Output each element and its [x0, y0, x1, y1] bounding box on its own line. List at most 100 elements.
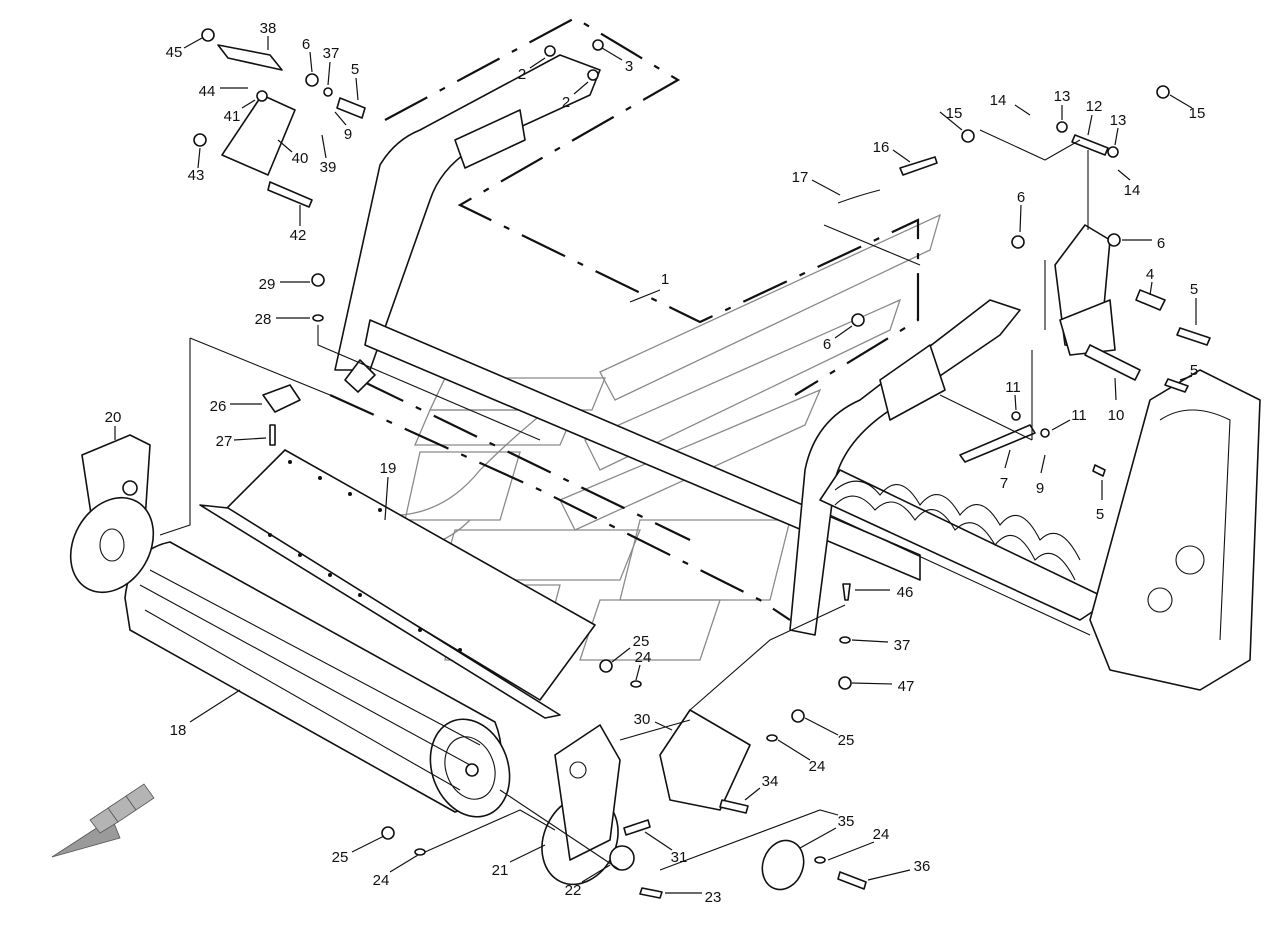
end-plate-part	[69, 434, 155, 594]
main-frame-part	[334, 54, 1021, 636]
callout-label: 5	[1190, 281, 1198, 298]
callout-label: 14	[1124, 182, 1141, 199]
leader-line-c6d	[834, 325, 853, 339]
leader-line-c25b	[804, 717, 839, 736]
leader-line-c11a	[1014, 394, 1017, 411]
callout-label: 25	[332, 849, 349, 866]
callout-label: 6	[1017, 189, 1025, 206]
leader-line-c14a	[1014, 104, 1031, 116]
leader-line-c9a	[334, 111, 347, 126]
direction-arrow-icon	[51, 783, 155, 858]
callout-label: 39	[320, 159, 337, 176]
callout-label: 24	[873, 826, 890, 843]
callout-label: 24	[373, 872, 390, 889]
leader-line-c34	[744, 787, 761, 801]
leader-line-c7	[1004, 449, 1011, 469]
leader-line-c15b	[1169, 94, 1193, 109]
callout-label: 30	[634, 711, 651, 728]
callout-leaders	[114, 36, 1197, 894]
leader-line-c16	[892, 149, 911, 163]
callout-label: 7	[1000, 475, 1008, 492]
leader-line-c12	[1087, 114, 1093, 136]
callout-label: 27	[216, 433, 233, 450]
callout-label: 17	[792, 169, 809, 186]
callout-label: 5	[1096, 506, 1104, 523]
callout-label: 9	[344, 126, 352, 143]
leader-line-c24c	[389, 854, 419, 873]
callout-label: 15	[1189, 105, 1206, 122]
callout-label: 19	[380, 460, 397, 477]
callout-label: 34	[762, 773, 779, 790]
callout-label: 44	[199, 83, 216, 100]
callout-label: 21	[492, 862, 509, 879]
callout-label: 47	[898, 678, 915, 695]
callout-label: 25	[633, 633, 650, 650]
bracket-part	[659, 709, 751, 811]
callout-label: 9	[1036, 480, 1044, 497]
callout-label: 31	[671, 849, 688, 866]
leader-line-c10	[1114, 377, 1117, 401]
leader-line-c47	[851, 682, 893, 685]
callout-label: 20	[105, 409, 122, 426]
callout-label: 24	[635, 649, 652, 666]
leader-line-c19	[384, 476, 389, 521]
leader-line-c4	[1149, 281, 1153, 296]
leader-line-c2a	[529, 57, 546, 69]
callout-label: 2	[562, 94, 570, 111]
callout-label: 35	[838, 813, 855, 830]
leader-line-c21	[509, 844, 546, 863]
roller-drum-part	[124, 541, 511, 818]
leader-line-c14b	[1117, 169, 1131, 181]
leader-line-c43	[197, 147, 201, 169]
callout-label: 6	[823, 336, 831, 353]
leader-line-c18	[189, 689, 241, 723]
leader-line-c37b	[851, 639, 889, 643]
leader-line-c25a	[611, 647, 631, 663]
leader-line-c39	[321, 134, 327, 159]
leader-line-c24a	[635, 664, 641, 681]
bearing-plate-part	[541, 724, 635, 886]
leader-line-c5b	[1179, 375, 1193, 381]
leader-line-c37a	[327, 61, 331, 86]
cover-sheet-part	[199, 449, 596, 719]
callout-label: 11	[1005, 379, 1021, 396]
callout-label: 42	[290, 227, 307, 244]
callout-label: 24	[809, 758, 826, 775]
callout-label: 40	[292, 150, 309, 167]
callout-label: 15	[946, 105, 963, 122]
leader-line-c30	[654, 721, 673, 731]
callout-label: 1	[661, 271, 669, 288]
leader-line-c2b	[573, 81, 589, 95]
leader-line-c24b	[777, 739, 811, 761]
callout-label: 46	[897, 584, 914, 601]
callout-label: 23	[705, 889, 722, 906]
callout-label: 37	[894, 637, 911, 654]
callout-label: 10	[1108, 407, 1125, 424]
leader-line-c6b	[1019, 204, 1022, 233]
callout-label: 14	[990, 92, 1007, 109]
frame-outline	[329, 16, 920, 621]
callout-label: 26	[210, 398, 227, 415]
callout-label: 25	[838, 732, 855, 749]
leader-line-c35	[799, 827, 837, 849]
callout-label: 29	[259, 276, 276, 293]
leader-line-c36	[867, 869, 911, 881]
callout-label: 41	[224, 108, 241, 125]
callout-label: 43	[188, 167, 205, 184]
callout-label: 13	[1054, 88, 1071, 105]
leader-line-c11b	[1051, 419, 1071, 431]
leader-line-c9b	[1040, 454, 1046, 474]
callout-label: 11	[1071, 407, 1087, 424]
callout-label: 2	[518, 66, 526, 83]
callout-label: 22	[565, 882, 582, 899]
connection-lines	[159, 129, 1089, 871]
callout-label: 12	[1086, 98, 1103, 115]
leader-line-c40	[277, 139, 293, 153]
pickup-reel-part	[819, 224, 1261, 691]
callout-label: 13	[1110, 112, 1127, 129]
callout-label: 45	[166, 44, 183, 61]
callout-label: 28	[255, 311, 272, 328]
leader-line-c45	[183, 37, 203, 49]
